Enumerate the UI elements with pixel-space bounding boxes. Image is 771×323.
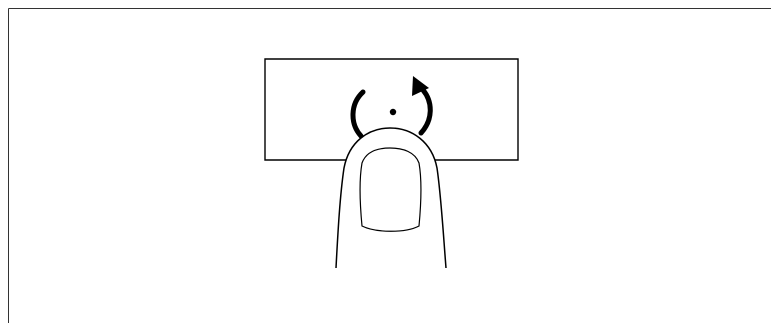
curved-arrow-icon — [421, 90, 430, 133]
center-dot-icon — [390, 109, 396, 115]
finger-touch-rotate-icon — [336, 128, 446, 268]
fingernail — [360, 148, 421, 231]
rotate-gesture-symbol — [353, 76, 430, 136]
open-parenthesis-icon — [353, 92, 363, 136]
